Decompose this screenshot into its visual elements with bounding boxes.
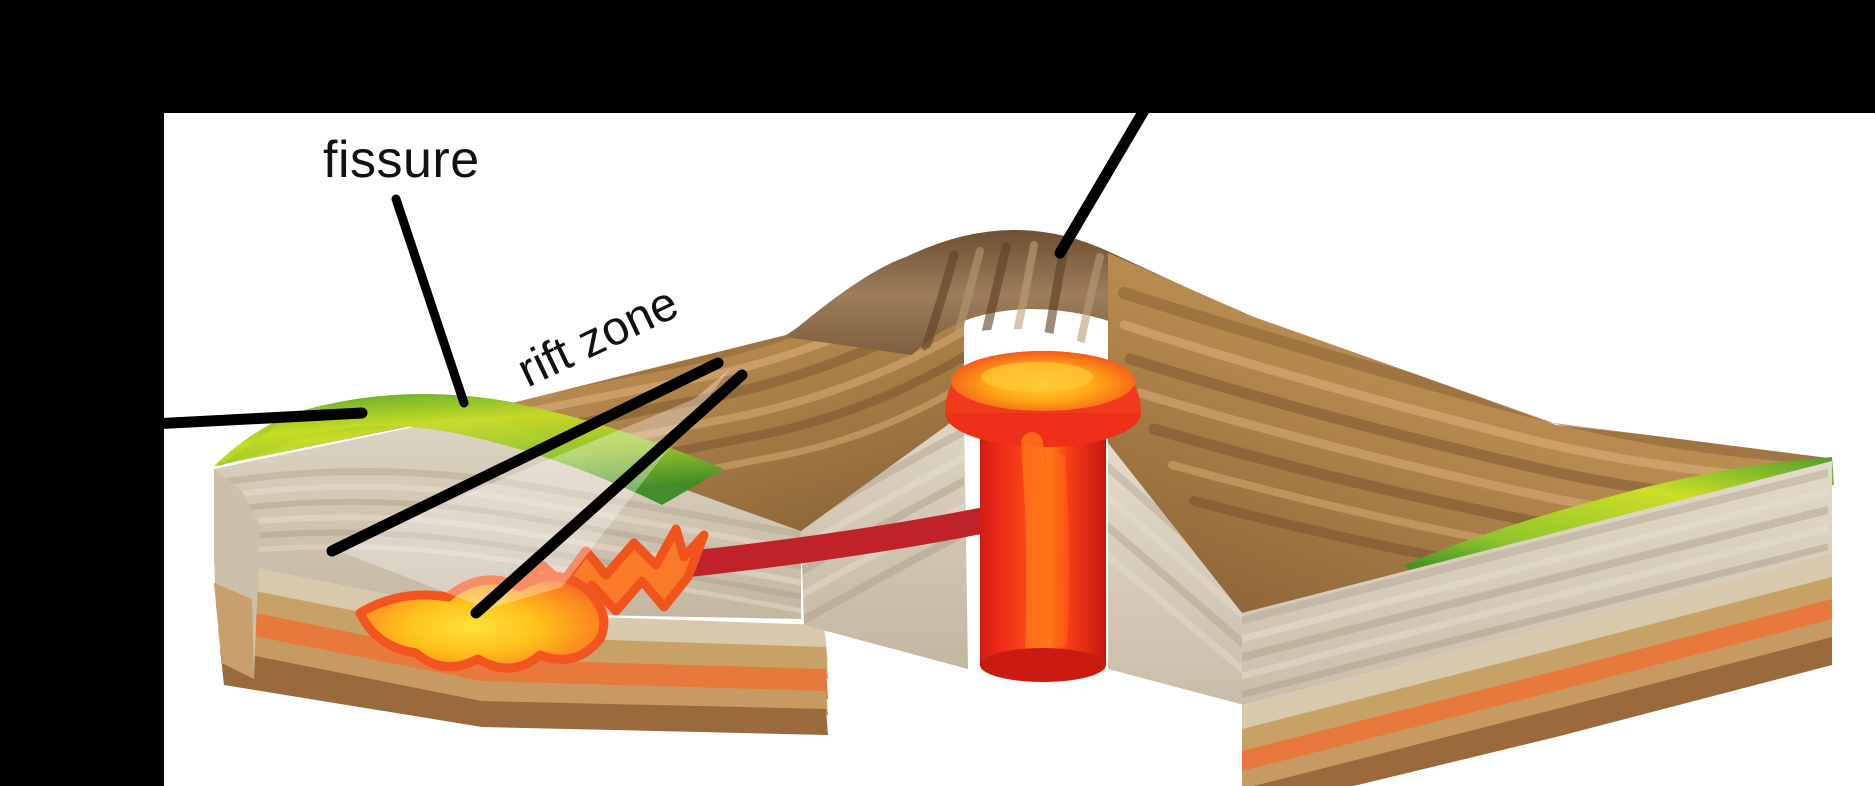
lava-leader-line — [164, 407, 368, 429]
right-block — [1108, 253, 1834, 786]
diagram-canvas: fissure rift zone — [164, 113, 1875, 786]
rift-zone-overlay — [334, 369, 730, 609]
leader-lines — [164, 113, 1149, 429]
fissure-leader-line — [391, 194, 469, 408]
rift-zone-lower-line — [470, 369, 748, 619]
volcano-cross-section-illustration — [164, 113, 1834, 786]
fissure-label: fissure — [323, 131, 480, 189]
lateral-magma-conduit — [667, 504, 1013, 578]
surface-lava-flow — [355, 572, 609, 673]
summit-leader-line — [1054, 113, 1149, 259]
magma-column — [945, 351, 1141, 682]
rift-zone-upper-line — [326, 357, 724, 557]
left-block-lower-strata — [214, 560, 828, 735]
rift-zone-band — [326, 357, 748, 619]
left-block-end-face — [214, 469, 260, 679]
